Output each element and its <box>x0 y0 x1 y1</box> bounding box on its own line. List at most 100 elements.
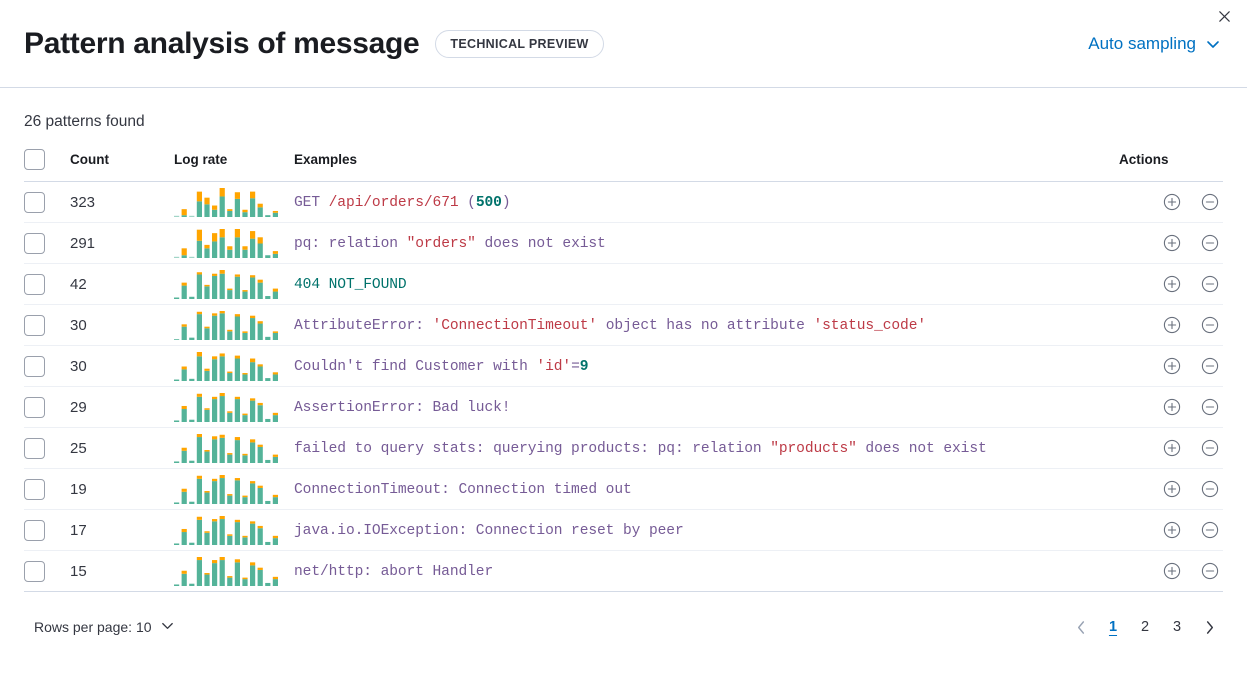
row-select-cell <box>24 386 70 428</box>
row-example: ConnectionTimeout: Connection timed out <box>294 468 1119 510</box>
row-log-rate-sparkline <box>174 345 294 387</box>
minus-in-circle-icon[interactable] <box>1197 312 1223 338</box>
plus-in-circle-icon[interactable] <box>1159 271 1185 297</box>
patterns-table: Count Log rate Examples Actions 323 GET /… <box>24 149 1223 592</box>
row-count: 323 <box>70 181 174 223</box>
rows-per-page-label: Rows per page: 10 <box>34 619 152 635</box>
row-example: failed to query stats: querying products… <box>294 427 1119 469</box>
row-count: 17 <box>70 509 174 551</box>
examples-header: Examples <box>294 149 1119 182</box>
row-select-cell <box>24 509 70 551</box>
row-select-cell <box>24 468 70 510</box>
table-row[interactable]: 15 net/http: abort Handler <box>24 550 1223 592</box>
chevron-left-icon[interactable] <box>1067 613 1095 641</box>
plus-in-circle-icon[interactable] <box>1159 476 1185 502</box>
page-button-1[interactable]: 1 <box>1108 619 1118 635</box>
row-count: 15 <box>70 550 174 592</box>
plus-in-circle-icon[interactable] <box>1159 353 1185 379</box>
row-example: net/http: abort Handler <box>294 550 1119 592</box>
row-checkbox[interactable] <box>24 314 45 336</box>
row-count: 291 <box>70 222 174 264</box>
row-count: 25 <box>70 427 174 469</box>
row-actions <box>1119 468 1223 510</box>
row-count: 29 <box>70 386 174 428</box>
row-checkbox[interactable] <box>24 437 45 459</box>
close-icon[interactable] <box>1210 2 1238 30</box>
minus-in-circle-icon[interactable] <box>1197 435 1223 461</box>
minus-in-circle-icon[interactable] <box>1197 558 1223 584</box>
row-count: 42 <box>70 263 174 305</box>
plus-in-circle-icon[interactable] <box>1159 435 1185 461</box>
page-button-3[interactable]: 3 <box>1172 619 1182 635</box>
count-header[interactable]: Count <box>70 149 174 182</box>
plus-in-circle-icon[interactable] <box>1159 312 1185 338</box>
row-count: 30 <box>70 345 174 387</box>
rows-per-page-selector[interactable]: Rows per page: 10 <box>24 618 175 636</box>
row-checkbox[interactable] <box>24 519 45 541</box>
row-example: GET /api/orders/671 (500) <box>294 181 1119 223</box>
row-checkbox[interactable] <box>24 232 45 254</box>
row-select-cell <box>24 345 70 387</box>
row-actions <box>1119 181 1223 223</box>
minus-in-circle-icon[interactable] <box>1197 394 1223 420</box>
plus-in-circle-icon[interactable] <box>1159 558 1185 584</box>
select-all-header <box>24 149 70 182</box>
row-actions <box>1119 222 1223 264</box>
row-checkbox[interactable] <box>24 560 45 582</box>
minus-in-circle-icon[interactable] <box>1197 517 1223 543</box>
table-row[interactable]: 25 failed to query stats: querying produc… <box>24 427 1223 469</box>
patterns-found-count: 26 patterns found <box>24 113 145 130</box>
row-checkbox[interactable] <box>24 355 45 377</box>
plus-in-circle-icon[interactable] <box>1159 394 1185 420</box>
page-number-list: 1 2 3 <box>1099 613 1191 641</box>
row-example: AttributeError: 'ConnectionTimeout' obje… <box>294 304 1119 346</box>
row-log-rate-sparkline <box>174 509 294 551</box>
minus-in-circle-icon[interactable] <box>1197 353 1223 379</box>
select-all-checkbox[interactable] <box>24 149 45 170</box>
chevron-right-icon[interactable] <box>1195 613 1223 641</box>
minus-in-circle-icon[interactable] <box>1197 189 1223 215</box>
pagination: 1 2 3 <box>1067 613 1223 641</box>
row-log-rate-sparkline <box>174 550 294 592</box>
table-row[interactable]: 42 404 NOT_FOUND <box>24 263 1223 305</box>
row-checkbox[interactable] <box>24 273 45 295</box>
row-checkbox[interactable] <box>24 478 45 500</box>
page-button-2[interactable]: 2 <box>1140 619 1150 635</box>
plus-in-circle-icon[interactable] <box>1159 189 1185 215</box>
row-checkbox[interactable] <box>24 396 45 418</box>
row-select-cell <box>24 427 70 469</box>
plus-in-circle-icon[interactable] <box>1159 517 1185 543</box>
plus-in-circle-icon[interactable] <box>1159 230 1185 256</box>
row-checkbox[interactable] <box>24 191 45 213</box>
flyout-header: Pattern analysis of message TECHNICAL PR… <box>0 0 1247 88</box>
row-actions <box>1119 263 1223 305</box>
row-select-cell <box>24 222 70 264</box>
auto-sampling-label: Auto sampling <box>1088 33 1196 53</box>
chevron-down-icon <box>160 618 175 636</box>
row-log-rate-sparkline <box>174 427 294 469</box>
row-log-rate-sparkline <box>174 181 294 223</box>
auto-sampling-dropdown[interactable]: Auto sampling <box>1088 34 1223 54</box>
row-actions <box>1119 550 1223 592</box>
row-log-rate-sparkline <box>174 222 294 264</box>
table-row[interactable]: 29 AssertionError: Bad luck! <box>24 386 1223 428</box>
row-select-cell <box>24 304 70 346</box>
page-title: Pattern analysis of message <box>24 26 420 60</box>
table-header-row: Count Log rate Examples Actions <box>24 149 1223 182</box>
table-row[interactable]: 323 GET /api/orders/671 (500) <box>24 181 1223 223</box>
flyout-body: 26 patterns found Count Log rate Example… <box>0 88 1247 592</box>
minus-in-circle-icon[interactable] <box>1197 271 1223 297</box>
minus-in-circle-icon[interactable] <box>1197 230 1223 256</box>
row-log-rate-sparkline <box>174 304 294 346</box>
row-example: 404 NOT_FOUND <box>294 263 1119 305</box>
minus-in-circle-icon[interactable] <box>1197 476 1223 502</box>
row-example: AssertionError: Bad luck! <box>294 386 1119 428</box>
row-actions <box>1119 427 1223 469</box>
